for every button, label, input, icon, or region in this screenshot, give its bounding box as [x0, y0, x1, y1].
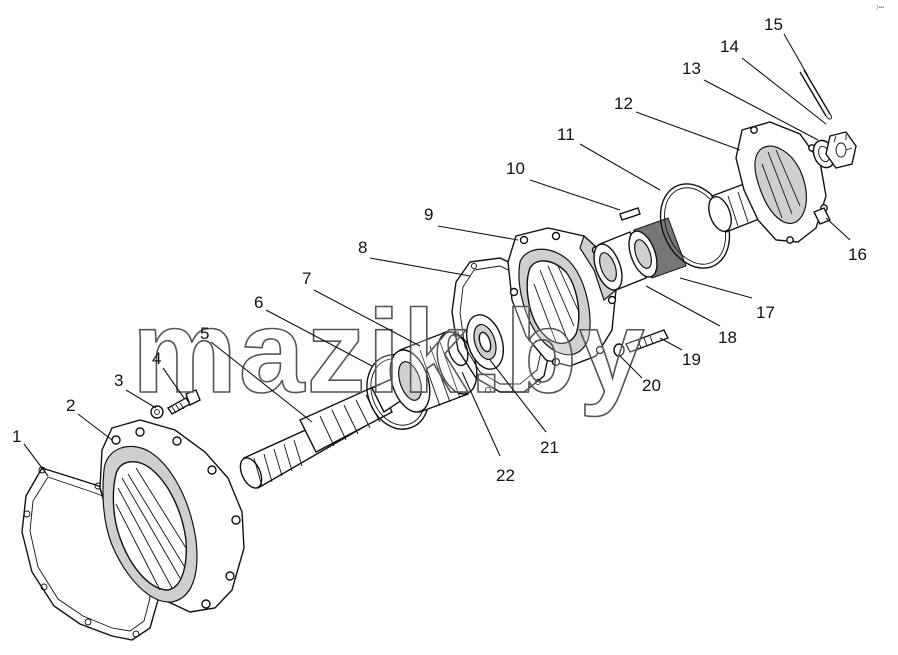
callout-9: 9 [424, 205, 433, 224]
bearing-housing [507, 227, 617, 367]
pin [619, 207, 641, 221]
callout-13: 13 [682, 59, 701, 78]
callout-19: 19 [682, 350, 701, 369]
callout-labels: 1 2 3 4 5 6 7 8 9 10 11 12 13 14 15 16 1… [12, 15, 867, 485]
cotter-pin [799, 69, 833, 120]
bolt [166, 389, 201, 415]
bearing-cup-inner [628, 217, 687, 279]
callout-1: 1 [12, 427, 21, 446]
callout-16: 16 [848, 245, 867, 264]
callout-2: 2 [66, 396, 75, 415]
callout-22: 22 [496, 466, 515, 485]
leader-lines [23, 33, 851, 477]
stud [625, 329, 669, 353]
callout-21: 21 [540, 438, 559, 457]
housing-cover [99, 419, 245, 613]
corner-mark: ƒ••• [876, 5, 884, 11]
callout-14: 14 [720, 37, 739, 56]
callout-20: 20 [642, 376, 661, 395]
spring-washer [613, 343, 625, 357]
oil-seal [465, 314, 505, 370]
callout-10: 10 [506, 159, 525, 178]
callout-6: 6 [254, 293, 263, 312]
washer [150, 405, 164, 419]
callout-11: 11 [557, 125, 575, 144]
watermark: mazik.by [132, 286, 646, 418]
castle-nut [825, 131, 857, 169]
callout-18: 18 [718, 328, 737, 347]
callout-3: 3 [114, 371, 123, 390]
callout-5: 5 [200, 324, 209, 343]
callout-15: 15 [764, 15, 783, 34]
callout-7: 7 [302, 269, 311, 288]
callout-17: 17 [756, 303, 775, 322]
callout-8: 8 [358, 238, 367, 257]
flange [708, 121, 828, 244]
bearing-cup-outer [593, 231, 647, 291]
callout-12: 12 [614, 94, 633, 113]
callout-4: 4 [152, 349, 161, 368]
seal [813, 207, 831, 225]
